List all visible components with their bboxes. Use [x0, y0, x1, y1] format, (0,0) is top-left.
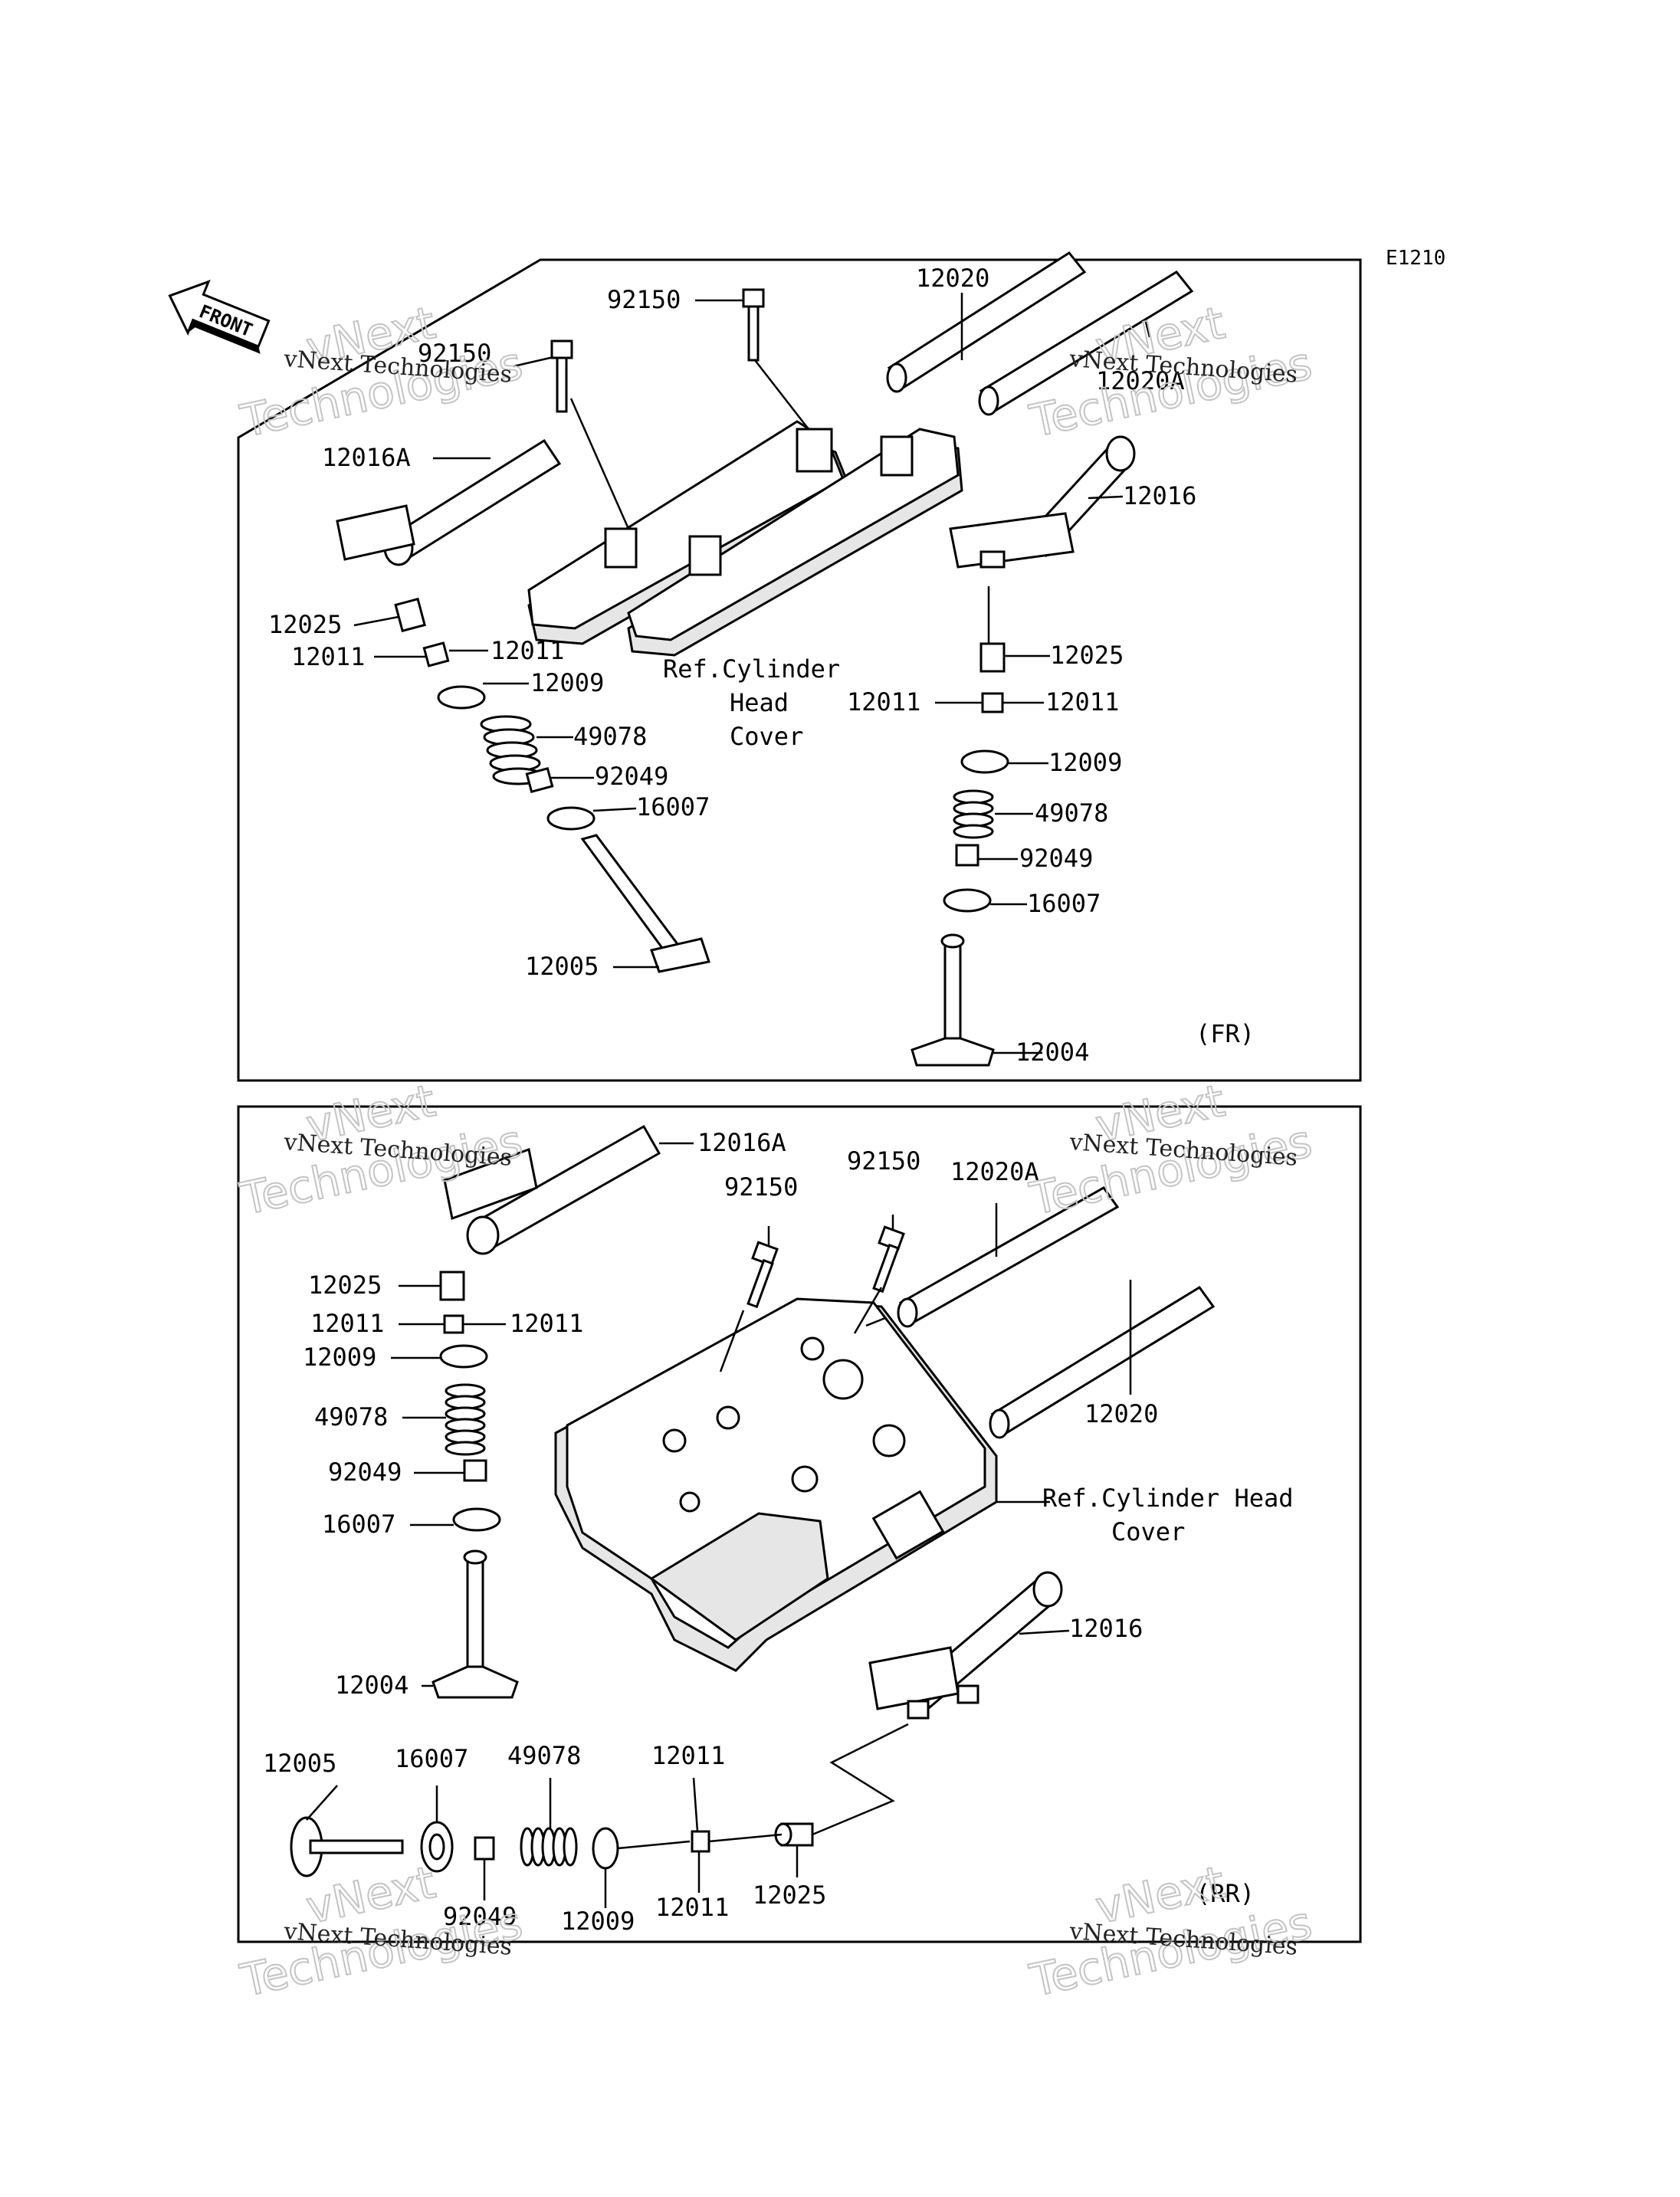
- top-panel-frame: [237, 258, 1362, 1082]
- cylinder-head-cover-bottom: [554, 1297, 998, 1672]
- callout-label: 12016: [1069, 1614, 1143, 1643]
- leaders-bottom: [306, 1142, 1132, 1908]
- ref-line: Head: [730, 688, 789, 717]
- valve-train-top-right: [911, 642, 1009, 1067]
- callout-label: 16007: [322, 1510, 395, 1539]
- diagram-code: E1210: [1386, 247, 1445, 270]
- camshaft-top: [886, 251, 1194, 416]
- watermark-top-right: vNext Technologies vNext Technologies: [1025, 296, 1317, 448]
- ref-line: Cover: [1111, 1517, 1185, 1546]
- rocker-arm-12016a-top: [336, 438, 562, 566]
- bolt-92150-top-b: [742, 288, 765, 362]
- callouts-bottom: 12016A 92150 92150 12020A 12025 12011 12…: [263, 1128, 1158, 1936]
- ref-line: Ref.Cylinder Head: [1042, 1484, 1294, 1513]
- callout-label: 12011: [510, 1309, 583, 1338]
- callout-label: 12011: [310, 1309, 384, 1338]
- callout-label: 12020: [916, 264, 989, 293]
- watermark-middle-right: vNext Technologies vNext Technologies: [1025, 1074, 1317, 1226]
- ref-line: Cover: [730, 722, 803, 751]
- watermark-top-left: vNext Technologies vNext Technologies: [235, 296, 528, 448]
- callout-label: 12005: [263, 1749, 336, 1778]
- callout-label: 12011: [491, 636, 564, 665]
- rocker-arm-12016a-bottom: [443, 1124, 661, 1255]
- callout-label: 12016A: [322, 443, 411, 472]
- callout-label: 16007: [636, 792, 710, 821]
- view-label-rear: (RR): [1196, 1879, 1255, 1908]
- cylinder-head-cover-top: [527, 420, 963, 657]
- callout-label: 12004: [335, 1671, 409, 1700]
- callout-label: 12025: [753, 1881, 826, 1910]
- callout-label: 12020A: [1096, 366, 1185, 395]
- rocker-arm-12016-top: [949, 435, 1136, 569]
- callout-label: 12011: [651, 1741, 725, 1770]
- callout-label: 12009: [303, 1343, 376, 1372]
- callout-label: 49078: [573, 722, 647, 751]
- camshaft-bottom: [897, 1186, 1216, 1439]
- front-arrow-icon: FRONT: [168, 280, 271, 354]
- callout-label: 12020A: [950, 1157, 1039, 1186]
- callout-label: 92049: [328, 1458, 402, 1487]
- callout-label: 12009: [530, 668, 604, 697]
- callout-label: 12011: [847, 687, 920, 716]
- valve-train-bottom-row: [290, 1816, 814, 1877]
- callout-label: 12025: [1050, 641, 1124, 670]
- callout-label: 92150: [607, 285, 681, 314]
- callout-label: 12025: [268, 610, 342, 639]
- leaders-top: [353, 293, 1151, 1054]
- callout-label: 92049: [443, 1902, 517, 1931]
- callout-label: 92049: [1019, 844, 1093, 873]
- callouts-top: 92150 92150 12020 12020A 12016A 12016 12…: [268, 264, 1196, 1067]
- callout-label: 12025: [308, 1271, 382, 1300]
- callout-label: 92150: [418, 339, 491, 368]
- callout-label: 12009: [1048, 748, 1122, 777]
- valve-train-bottom-left: [431, 1271, 519, 1699]
- valve-train-top-left: [394, 597, 710, 973]
- view-label-front: (FR): [1196, 1019, 1255, 1048]
- bolt-92150-bottom-a: [746, 1241, 779, 1309]
- bolt-92150-bottom-b: [872, 1225, 905, 1294]
- callout-label: 12016: [1123, 481, 1196, 510]
- ref-cylinder-head-cover-bottom: Ref.Cylinder Head Cover: [1042, 1484, 1294, 1546]
- callout-label: 12011: [291, 642, 365, 671]
- callout-label: 92049: [595, 762, 668, 791]
- ref-cylinder-head-cover-top: Ref.Cylinder Head Cover: [663, 654, 840, 751]
- watermark-bottom-left: vNext Technologies vNext Technologies: [235, 1855, 528, 2008]
- callout-label: 49078: [507, 1741, 581, 1770]
- callout-label: 92150: [847, 1146, 920, 1176]
- rocker-arm-12016-bottom: [868, 1571, 1063, 1720]
- callout-label: 12011: [655, 1893, 729, 1922]
- bottom-panel-frame: [237, 1105, 1362, 1943]
- callout-label: 12004: [1016, 1038, 1089, 1067]
- callout-label: 16007: [395, 1744, 468, 1773]
- callout-label: 16007: [1027, 889, 1101, 918]
- callout-label: 12011: [1045, 687, 1119, 716]
- callout-label: 92150: [724, 1172, 798, 1202]
- callout-label: 12005: [525, 952, 599, 981]
- callout-label: 12009: [561, 1907, 635, 1936]
- watermark-bottom-right: vNext Technologies vNext Technologies: [1025, 1855, 1317, 2008]
- callout-label: 49078: [314, 1402, 388, 1431]
- ref-line: Ref.Cylinder: [663, 654, 840, 684]
- callout-label: 12016A: [697, 1128, 786, 1157]
- callout-label: 49078: [1035, 798, 1108, 828]
- bolt-92150-top-a: [550, 339, 573, 413]
- callout-label: 12020: [1084, 1399, 1158, 1428]
